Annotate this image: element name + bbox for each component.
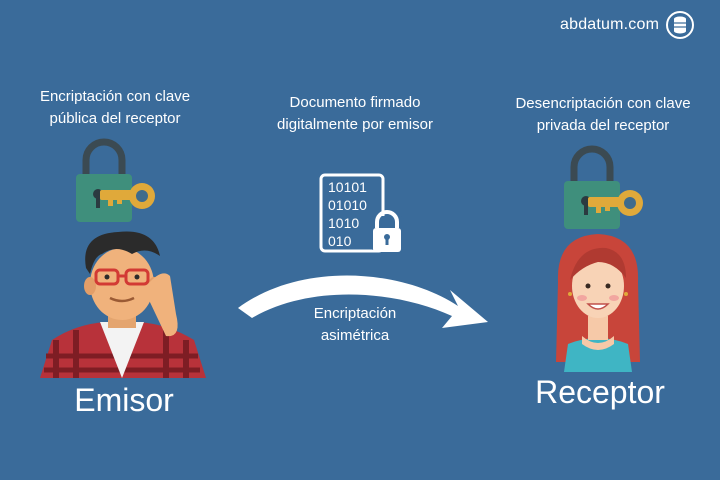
brand-name: abdatum.com bbox=[560, 16, 660, 33]
signed-document-icon: 10101 01010 1010 010 bbox=[318, 172, 410, 256]
receiver-avatar bbox=[548, 232, 648, 372]
binary-line-3: 1010 bbox=[328, 215, 359, 231]
document-caption: Documento firmado digitalmente por emiso… bbox=[277, 94, 433, 133]
brand: abdatum.com bbox=[560, 10, 695, 40]
binary-line-4: 010 bbox=[328, 233, 352, 249]
binary-line-1: 10101 bbox=[328, 179, 367, 195]
sender-label: Emisor bbox=[74, 382, 174, 418]
binary-line-2: 01010 bbox=[328, 197, 367, 213]
curved-arrow-icon bbox=[230, 262, 492, 342]
sender-caption: Encriptación con clave pública del recep… bbox=[39, 88, 191, 127]
public-key-lock-icon bbox=[70, 138, 160, 228]
receiver-caption: Desencriptación con clave privada del re… bbox=[515, 95, 691, 134]
private-key-lock-icon bbox=[558, 145, 648, 235]
receiver-label: Receptor bbox=[535, 374, 665, 410]
arrow-caption: Encriptación asimétrica bbox=[313, 305, 397, 344]
database-sync-icon bbox=[665, 10, 695, 40]
sender-avatar bbox=[36, 228, 208, 378]
